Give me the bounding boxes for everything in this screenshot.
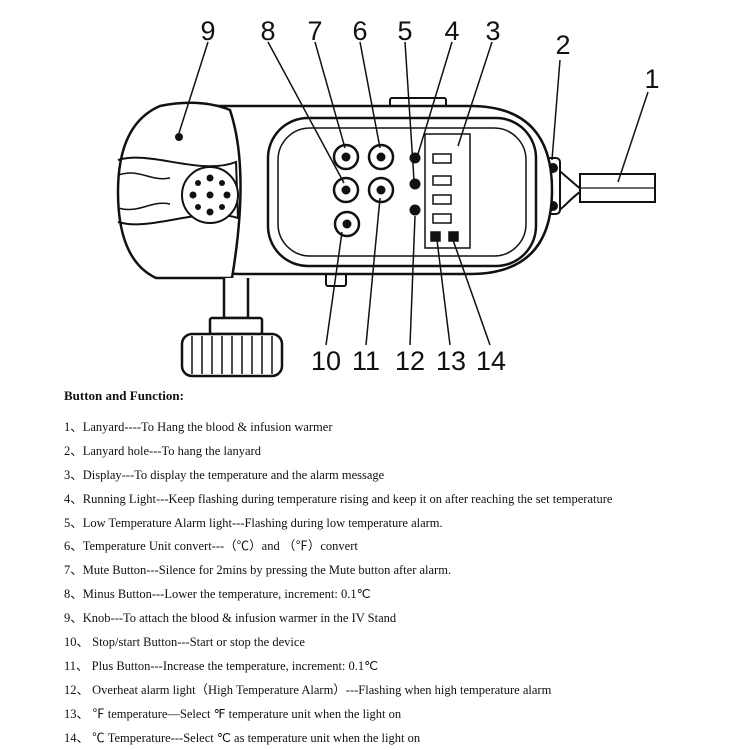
legend-item: 3、Display---To display the temperature a… bbox=[64, 467, 385, 482]
callout-14: 14 bbox=[476, 346, 506, 376]
legend-item: 5、Low Temperature Alarm light---Flashing… bbox=[64, 515, 443, 530]
callout-2: 2 bbox=[555, 30, 570, 60]
callout-8: 8 bbox=[260, 16, 275, 46]
legend-item: 1、Lanyard----To Hang the blood & infusio… bbox=[64, 420, 333, 434]
legend-title: Button and Function: bbox=[64, 388, 184, 403]
callout-9: 9 bbox=[200, 16, 215, 46]
callout-3: 3 bbox=[485, 16, 500, 46]
legend-item: 9、Knob---To attach the blood & infusion … bbox=[64, 611, 397, 626]
control-panel-inner bbox=[277, 127, 527, 257]
legend-item: 10、 Stop/start Button---Start or stop th… bbox=[64, 635, 305, 650]
callout-6: 6 bbox=[352, 16, 367, 46]
callout-1: 1 bbox=[644, 64, 659, 94]
callout-7: 7 bbox=[307, 16, 322, 46]
button-function-legend: Button and Function: 1、Lanyard----To Han… bbox=[64, 388, 744, 750]
speaker-grille bbox=[181, 166, 239, 224]
legend-item: 6、Temperature Unit convert---（℃）and （℉）c… bbox=[64, 539, 358, 554]
control-panel-outer bbox=[266, 116, 538, 268]
callout-4: 4 bbox=[444, 16, 459, 46]
callout-10: 10 bbox=[311, 346, 341, 376]
legend-item: 13、 ℉ temperature—Select ℉ temperature u… bbox=[64, 706, 402, 721]
legend-item: 12、 Overheat alarm light（High Temperatur… bbox=[64, 682, 552, 697]
legend-item: 11、 Plus Button---Increase the temperatu… bbox=[64, 658, 379, 673]
knob-cap bbox=[116, 101, 242, 280]
low-temp-alarm-light bbox=[409, 178, 421, 190]
leader-lines bbox=[178, 41, 649, 346]
knob-marker-dot bbox=[175, 133, 183, 141]
celsius-indicator bbox=[448, 231, 459, 242]
legend-item: 8、Minus Button---Lower the temperature, … bbox=[64, 587, 371, 602]
running-light bbox=[409, 152, 421, 164]
display bbox=[424, 133, 471, 249]
legend-item: 14、 ℃ Temperature---Select ℃ as temperat… bbox=[64, 730, 421, 745]
unit-convert-button[interactable] bbox=[332, 176, 360, 204]
legend-item: 4、Running Light---Keep flashing during t… bbox=[64, 491, 613, 506]
plus-button[interactable] bbox=[367, 176, 395, 204]
legend-item: 7、Mute Button---Silence for 2mins by pre… bbox=[64, 563, 452, 578]
mount-clamp bbox=[180, 278, 284, 378]
callout-5: 5 bbox=[397, 16, 412, 46]
minus-button[interactable] bbox=[332, 143, 360, 171]
lanyard bbox=[541, 157, 656, 214]
mute-button[interactable] bbox=[367, 143, 395, 171]
device-diagram: 1 2 3 4 5 6 7 8 9 10 11 12 13 14 bbox=[116, 16, 660, 378]
callout-11: 11 bbox=[352, 346, 380, 376]
legend-item: 2、Lanyard hole---To hang the lanyard bbox=[64, 443, 261, 458]
stop-start-button[interactable] bbox=[333, 210, 361, 238]
fahrenheit-indicator bbox=[430, 231, 441, 242]
callout-13: 13 bbox=[436, 346, 466, 376]
callout-12: 12 bbox=[395, 346, 425, 376]
callout-numbers: 1 2 3 4 5 6 7 8 9 10 11 12 13 14 bbox=[200, 16, 659, 376]
overheat-alarm-light bbox=[409, 204, 421, 216]
